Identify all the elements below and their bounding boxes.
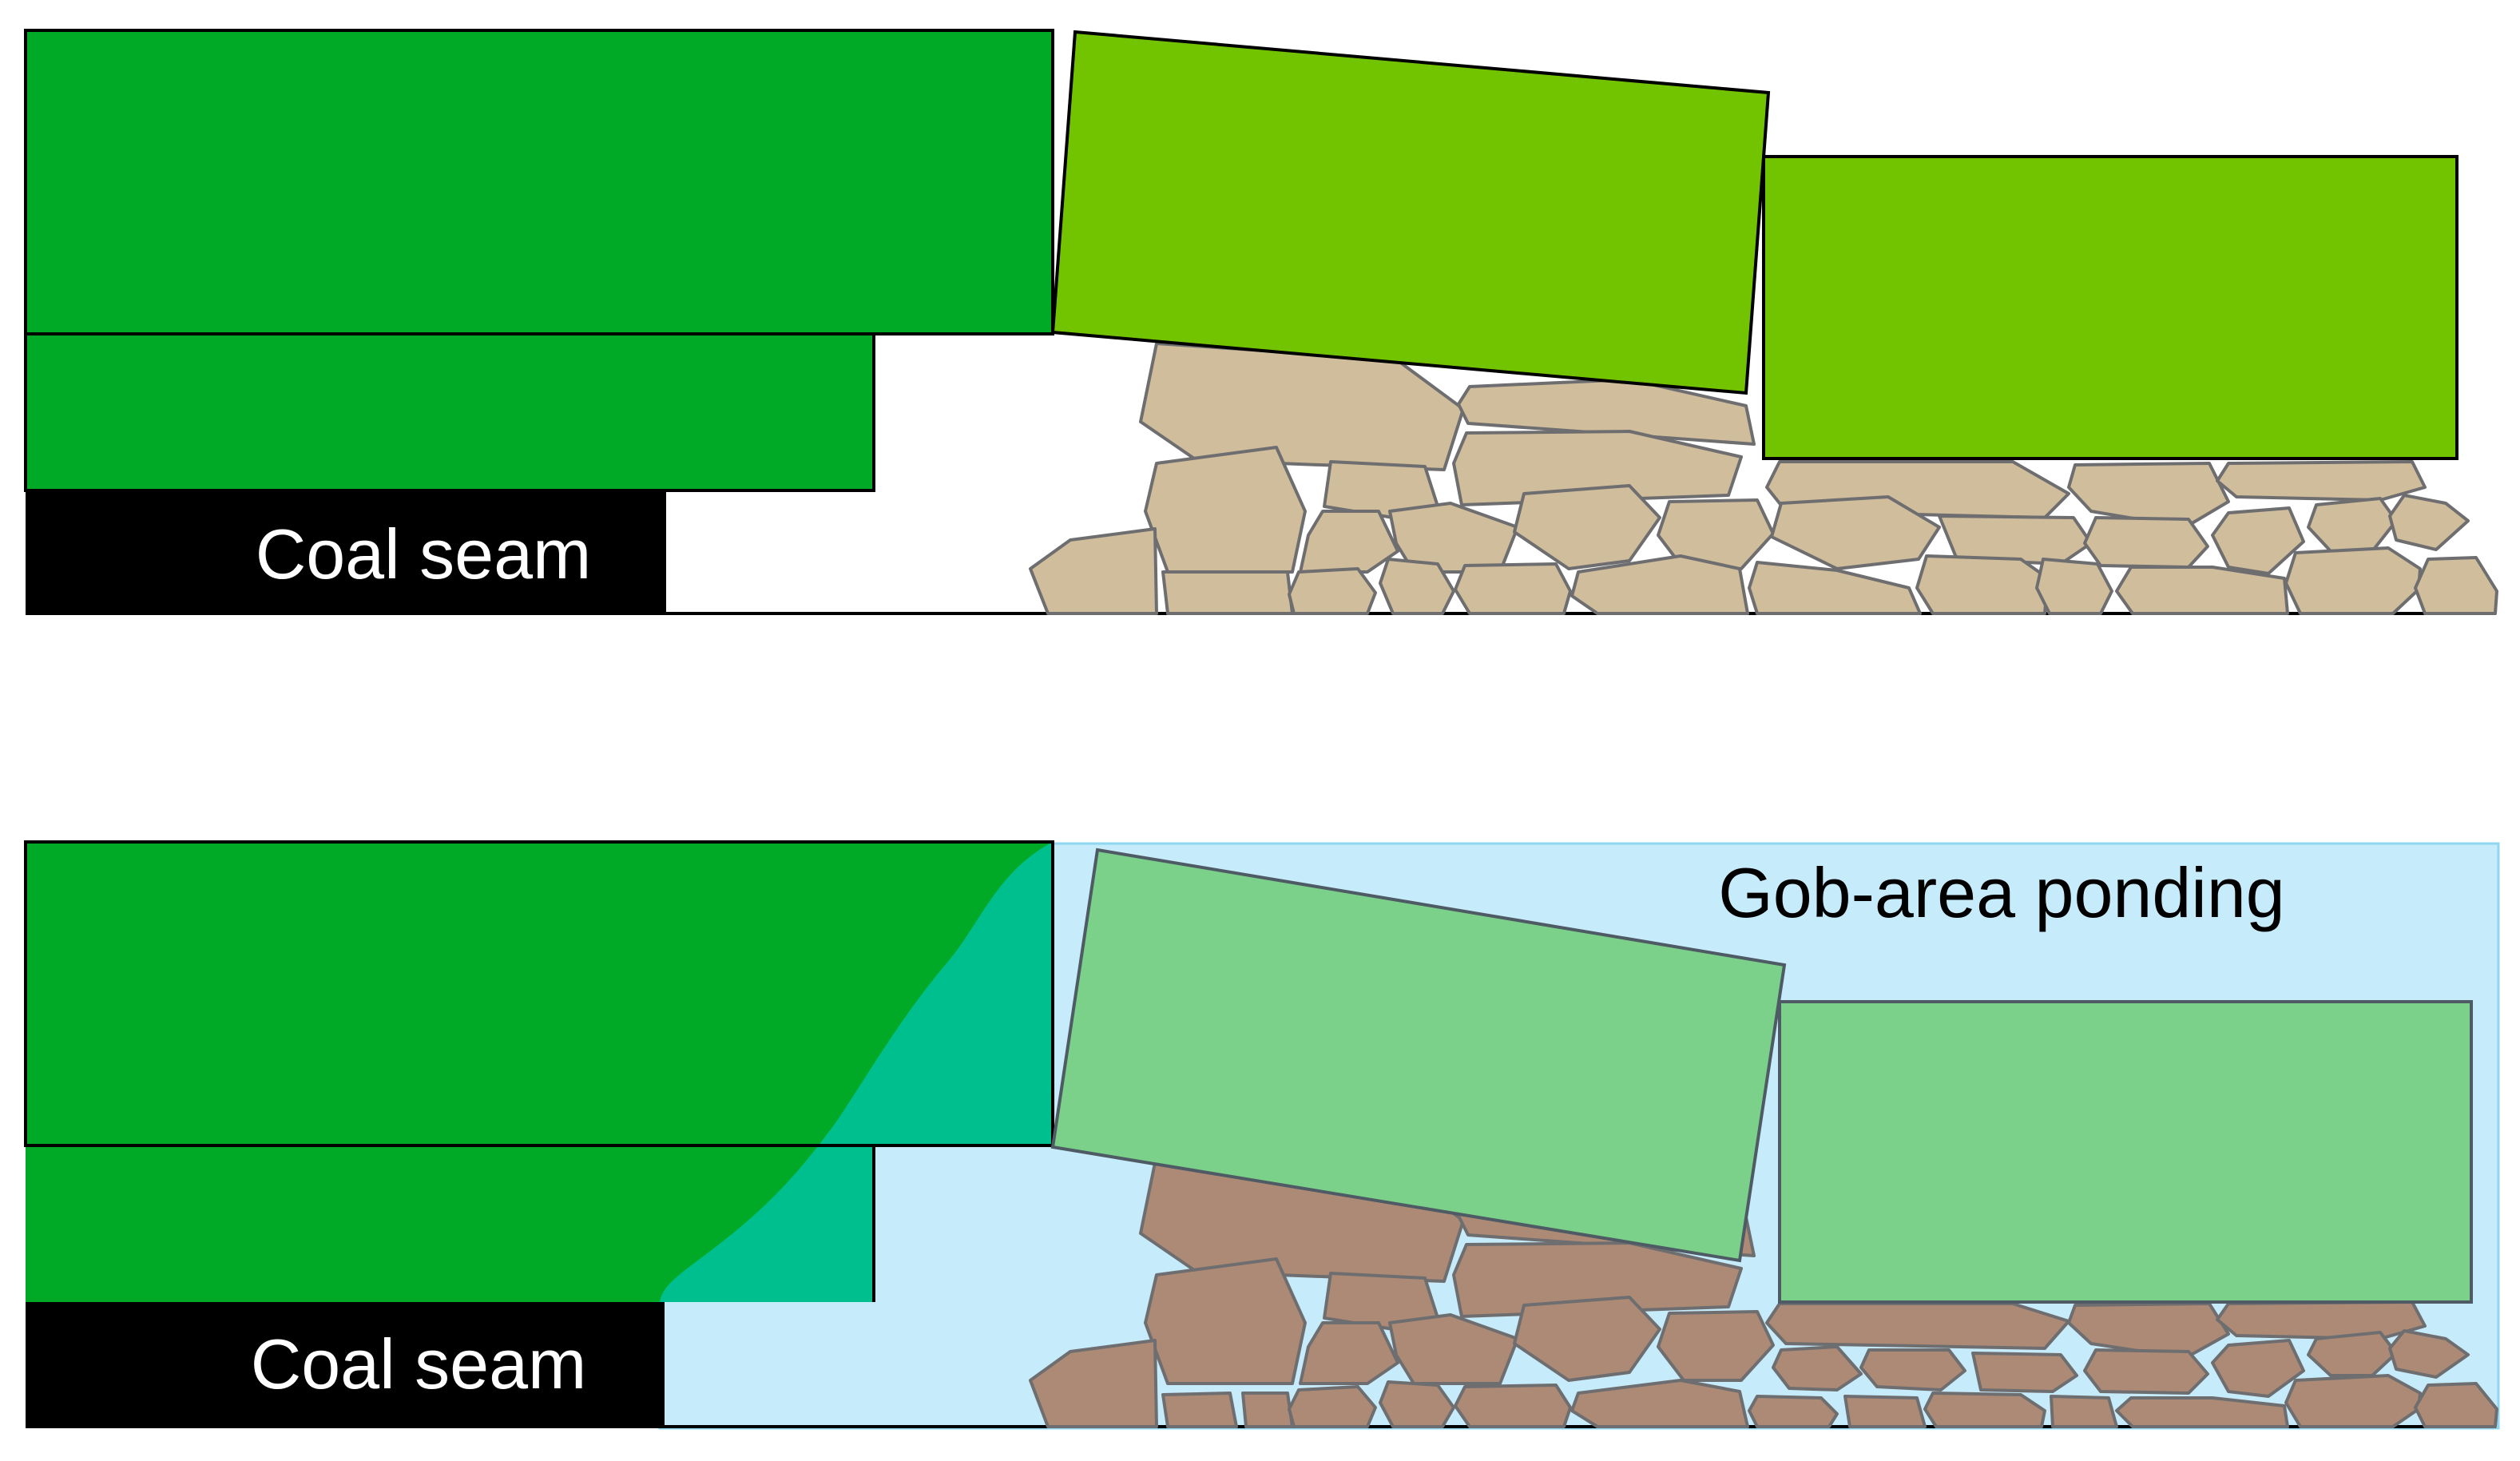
coal-seam-label: Coal seam — [251, 1324, 587, 1403]
water-seepage-zone — [660, 842, 1053, 1302]
panel-before-ponding: Coal seam — [24, 29, 2498, 615]
coal-seam — [26, 1302, 665, 1428]
caved-block-left — [1050, 30, 1771, 395]
panel-after-ponding: Coal seam — [24, 840, 2500, 1430]
gob-rubble — [1029, 342, 2498, 615]
coal-seam-label: Coal seam — [256, 514, 592, 594]
gob-area-ponding-label: Gob-area ponding — [1718, 853, 2284, 932]
caved-block-right — [1778, 1000, 2473, 1304]
main-roof-block — [24, 29, 1054, 335]
coal-seam — [26, 490, 666, 615]
caved-block-left — [1050, 848, 1787, 1263]
immediate-roof-block — [24, 332, 875, 492]
caved-block-right — [1762, 155, 2458, 460]
